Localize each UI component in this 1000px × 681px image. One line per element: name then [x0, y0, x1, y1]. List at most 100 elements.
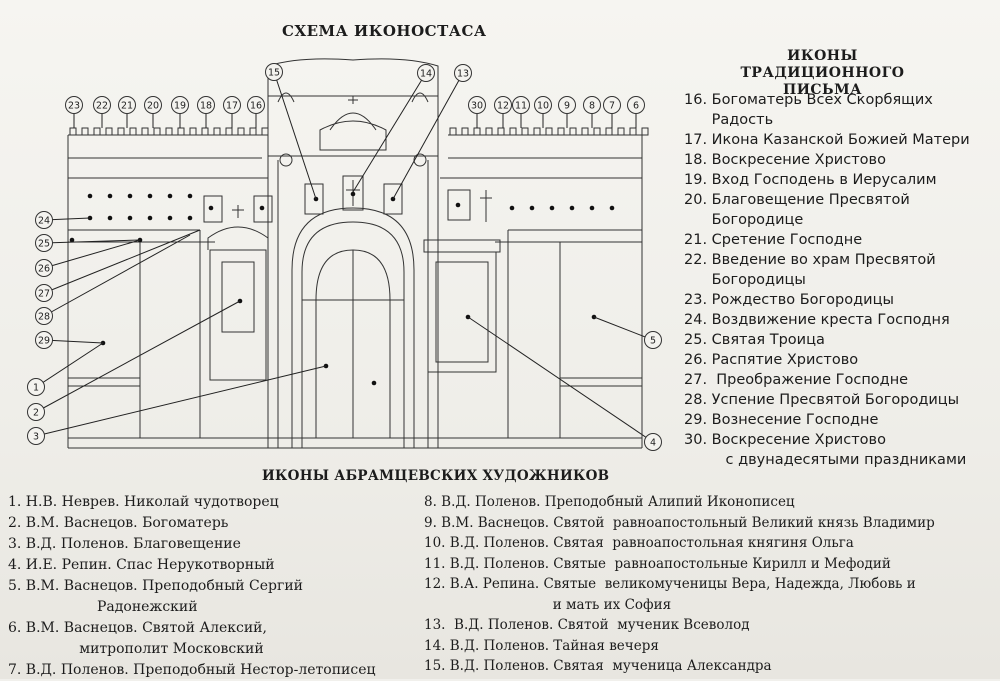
leader-line — [43, 229, 201, 294]
icon-markers — [69, 191, 615, 386]
callout-circle — [27, 378, 45, 396]
callout-circle — [197, 96, 215, 114]
callout-circle — [27, 427, 45, 445]
top-crenellation — [69, 127, 649, 136]
callout-number: 16 — [250, 100, 262, 111]
leader-line — [273, 71, 317, 200]
traditional-icon-item: Богородицы — [684, 272, 806, 288]
crenel — [189, 127, 197, 136]
callout-circle — [644, 331, 662, 349]
icon-marker — [187, 193, 193, 199]
icon-marker — [167, 215, 173, 221]
callout-circle — [27, 403, 45, 421]
leader-line — [467, 316, 654, 443]
abramtsevo-icon-item: 4. И.Е. Репин. Спас Нерукотворный — [8, 557, 275, 573]
icon-marker — [350, 191, 356, 197]
leader-line — [35, 300, 241, 413]
crenel — [521, 127, 529, 136]
icon-marker — [127, 193, 133, 199]
callout-number: 10 — [537, 100, 549, 111]
callout-number: 25 — [38, 238, 50, 249]
crenel — [605, 127, 613, 136]
callout-number: 24 — [38, 215, 50, 226]
icon-marker — [147, 215, 153, 221]
abramtsevo-icon-item: 11. В.Д. Поленов. Святые равноапостольны… — [424, 555, 891, 572]
crenel — [461, 127, 469, 136]
callout-circle — [35, 307, 53, 325]
callout-number: 23 — [68, 100, 80, 111]
crenel — [593, 127, 601, 136]
traditional-icon-item: 25. Святая Троица — [684, 332, 825, 348]
icon-marker — [371, 380, 377, 386]
abramtsevo-icon-item: и мать их София — [424, 596, 672, 613]
traditional-icons-heading: ИКОНЫ ТРАДИЦИОННОГО ПИСЬМА — [700, 48, 945, 99]
callout-number: 11 — [515, 100, 527, 111]
icon-marker — [187, 215, 193, 221]
callout-number: 12 — [497, 100, 509, 111]
callout-number: 14 — [420, 68, 432, 79]
crenel — [249, 127, 257, 136]
leader-line — [352, 72, 427, 193]
crenel — [129, 127, 137, 136]
traditional-icon-item: 16. Богоматерь Всех Скорбящих — [684, 92, 933, 108]
callout-circle — [223, 96, 241, 114]
icon-marker — [455, 202, 461, 208]
traditional-icons-heading-line-2: ТРАДИЦИОННОГО ПИСЬМА — [740, 65, 905, 98]
callout-number: 18 — [200, 100, 212, 111]
callout-circle — [558, 96, 576, 114]
callout-number: 30 — [471, 100, 483, 111]
callout-number: 27 — [38, 288, 50, 299]
traditional-icon-item: 27. Преображение Господне — [684, 372, 909, 388]
icon-marker — [69, 237, 75, 243]
callout-number: 8 — [589, 100, 595, 111]
abramtsevo-icon-item: 6. В.М. Васнецов. Святой Алексий, — [8, 620, 267, 636]
crenel — [93, 127, 101, 136]
icon-marker — [549, 205, 555, 211]
traditional-icon-item: 19. Вход Господень в Иерусалим — [684, 172, 937, 188]
callout-circle — [265, 63, 283, 81]
callout-circle — [494, 96, 512, 114]
leader-line — [35, 342, 104, 388]
crenel — [641, 127, 649, 136]
callout-circle — [468, 96, 486, 114]
crenel — [485, 127, 493, 136]
side-frames — [203, 189, 501, 381]
abramtsevo-icons-list-left: 1. Н.В. Неврев. Николай чудотворец 2. В.… — [8, 492, 375, 681]
crenel — [141, 127, 149, 136]
leader-line — [43, 234, 191, 317]
icon-marker — [107, 215, 113, 221]
callout-circle — [644, 433, 662, 451]
abramtsevo-icon-item: 9. В.М. Васнецов. Святой равноапостольны… — [424, 514, 935, 531]
callout-circle — [583, 96, 601, 114]
icon-marker — [107, 193, 113, 199]
callout-number: 15 — [268, 67, 280, 78]
callout-circle — [93, 96, 111, 114]
abramtsevo-icon-item: 8. В.Д. Поленов. Преподобный Алипий Икон… — [424, 494, 795, 510]
iconostasis-outline — [67, 134, 643, 449]
crenel — [225, 127, 233, 136]
callout-circle — [603, 96, 621, 114]
callout-circle — [118, 96, 136, 114]
callout-number: 7 — [609, 100, 615, 111]
callout-number: 3 — [33, 431, 39, 442]
callout-circle — [512, 96, 530, 114]
crenel — [237, 127, 245, 136]
callout-number: 26 — [38, 263, 50, 274]
callout-circle — [35, 284, 53, 302]
crenel — [213, 127, 221, 136]
callout-number: 22 — [96, 100, 108, 111]
abramtsevo-icons-heading: ИКОНЫ АБРАМЦЕВСКИХ ХУДОЖНИКОВ — [262, 468, 610, 484]
traditional-icon-item: 22. Введение во храм Пресвятой — [684, 252, 936, 268]
icon-marker — [147, 193, 153, 199]
callout-number: 19 — [174, 100, 186, 111]
callout-circle — [35, 331, 53, 349]
callout-circle — [35, 259, 53, 277]
abramtsevo-icon-item: 7. В.Д. Поленов. Преподобный Нестор-лето… — [8, 662, 376, 678]
abramtsevo-icon-item: Радонежский — [8, 599, 198, 615]
central-tower — [267, 58, 439, 448]
abramtsevo-icon-item: 2. В.М. Васнецов. Богоматерь — [8, 515, 229, 531]
traditional-icon-item: Богородице — [684, 212, 804, 228]
callout-circle — [171, 96, 189, 114]
crenel — [497, 127, 505, 136]
